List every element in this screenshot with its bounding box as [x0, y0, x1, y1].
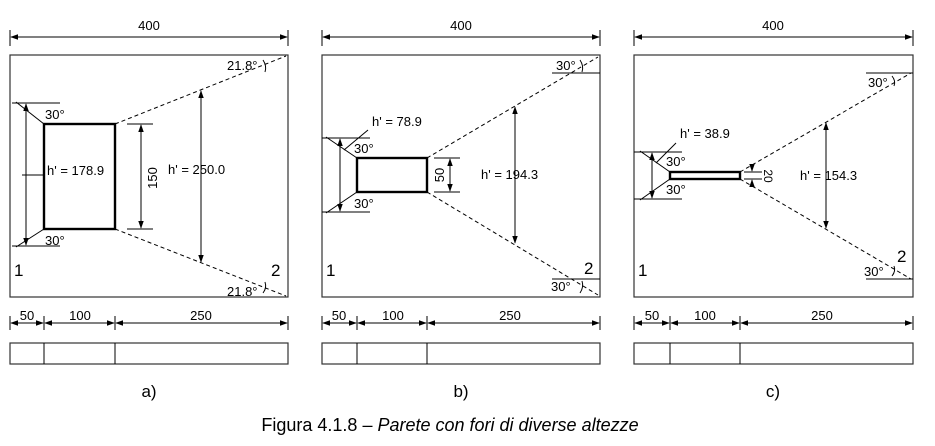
segment-label: 250 [190, 308, 212, 323]
angle-right-top: 30° [556, 58, 576, 73]
load-line [639, 178, 671, 201]
region-2-label: 2 [897, 247, 906, 266]
panel-label: a) [141, 382, 156, 401]
angle-left-bottom: 30° [45, 233, 65, 248]
h-left-label: h' = 78.9 [372, 114, 422, 129]
wall-outline [9, 54, 289, 298]
leader-line [655, 142, 677, 164]
angle-left-top: 30° [666, 154, 686, 169]
angle-arc [891, 265, 896, 277]
angle-right-bottom: 30° [551, 279, 571, 294]
segment-label: 250 [499, 308, 521, 323]
width-label: 400 [450, 18, 472, 33]
angle-arc [579, 59, 584, 73]
segment-label: 50 [645, 308, 659, 323]
opening [42, 122, 117, 231]
angle-right-top: 30° [868, 75, 888, 90]
load-line [15, 228, 45, 248]
region-2-label: 2 [584, 259, 593, 278]
h-right-label: h' = 194.3 [481, 167, 538, 182]
angle-left-top: 30° [45, 107, 65, 122]
load-line-dashed [426, 191, 599, 296]
load-line [325, 191, 358, 214]
width-label: 400 [762, 18, 784, 33]
angle-left-bottom: 30° [666, 182, 686, 197]
opening-height-label: 50 [432, 168, 447, 182]
h-right-label: h' = 154.3 [800, 168, 857, 183]
h-right-label: h' = 250.0 [168, 162, 225, 177]
panel-b: 400 30° 30° h' = 78.9 50 h' = 194.3 30° … [321, 18, 601, 401]
plan-strip [9, 342, 289, 365]
load-line [15, 101, 45, 125]
segment-label: 250 [811, 308, 833, 323]
caption-prefix: Figura 4.1.8 – [261, 415, 377, 435]
region-2-label: 2 [271, 261, 280, 280]
load-line-dashed [739, 178, 912, 280]
load-line [325, 136, 358, 159]
opening [355, 156, 429, 194]
panel-label: b) [453, 382, 468, 401]
panel-c: 400 30° 30° h' = 38.9 20 h' = 154.3 30° … [633, 18, 914, 401]
panel-a: 400 30° 30° h' = 178.9 150 h' = 250.0 21… [9, 18, 289, 401]
leader-line [343, 129, 369, 151]
segment-label: 100 [382, 308, 404, 323]
angle-right-bottom: 21.8° [227, 284, 258, 299]
opening-height-label: 150 [145, 167, 160, 189]
angle-left-bottom: 30° [354, 196, 374, 211]
load-line-dashed [114, 55, 287, 125]
wall-outline [321, 54, 601, 298]
load-line [639, 150, 671, 173]
plan-strip [321, 342, 601, 365]
angle-arc [891, 75, 896, 87]
angle-right-bottom: 30° [864, 264, 884, 279]
opening [668, 170, 742, 181]
angle-left-top: 30° [354, 141, 374, 156]
region-1-label: 1 [14, 261, 23, 280]
region-1-label: 1 [638, 261, 647, 280]
caption-title: Parete con fori di diverse altezze [377, 415, 638, 435]
angle-arc [262, 59, 267, 73]
h-left-label: h' = 38.9 [680, 126, 730, 141]
h-left-label: h' = 178.9 [47, 163, 104, 178]
region-1-label: 1 [326, 261, 335, 280]
segment-label: 100 [69, 308, 91, 323]
segment-label: 100 [694, 308, 716, 323]
wall-outline [633, 54, 914, 298]
panel-label: c) [766, 382, 780, 401]
opening-height-label: 20 [761, 169, 775, 183]
width-label: 400 [138, 18, 160, 33]
segment-label: 50 [20, 308, 34, 323]
angle-right-top: 21.8° [227, 58, 258, 73]
segment-label: 50 [332, 308, 346, 323]
angle-arc [262, 281, 267, 294]
angle-arc [579, 280, 584, 294]
figure-caption: Figura 4.1.8 – Parete con fori di divers… [261, 415, 638, 435]
plan-strip [633, 342, 914, 365]
